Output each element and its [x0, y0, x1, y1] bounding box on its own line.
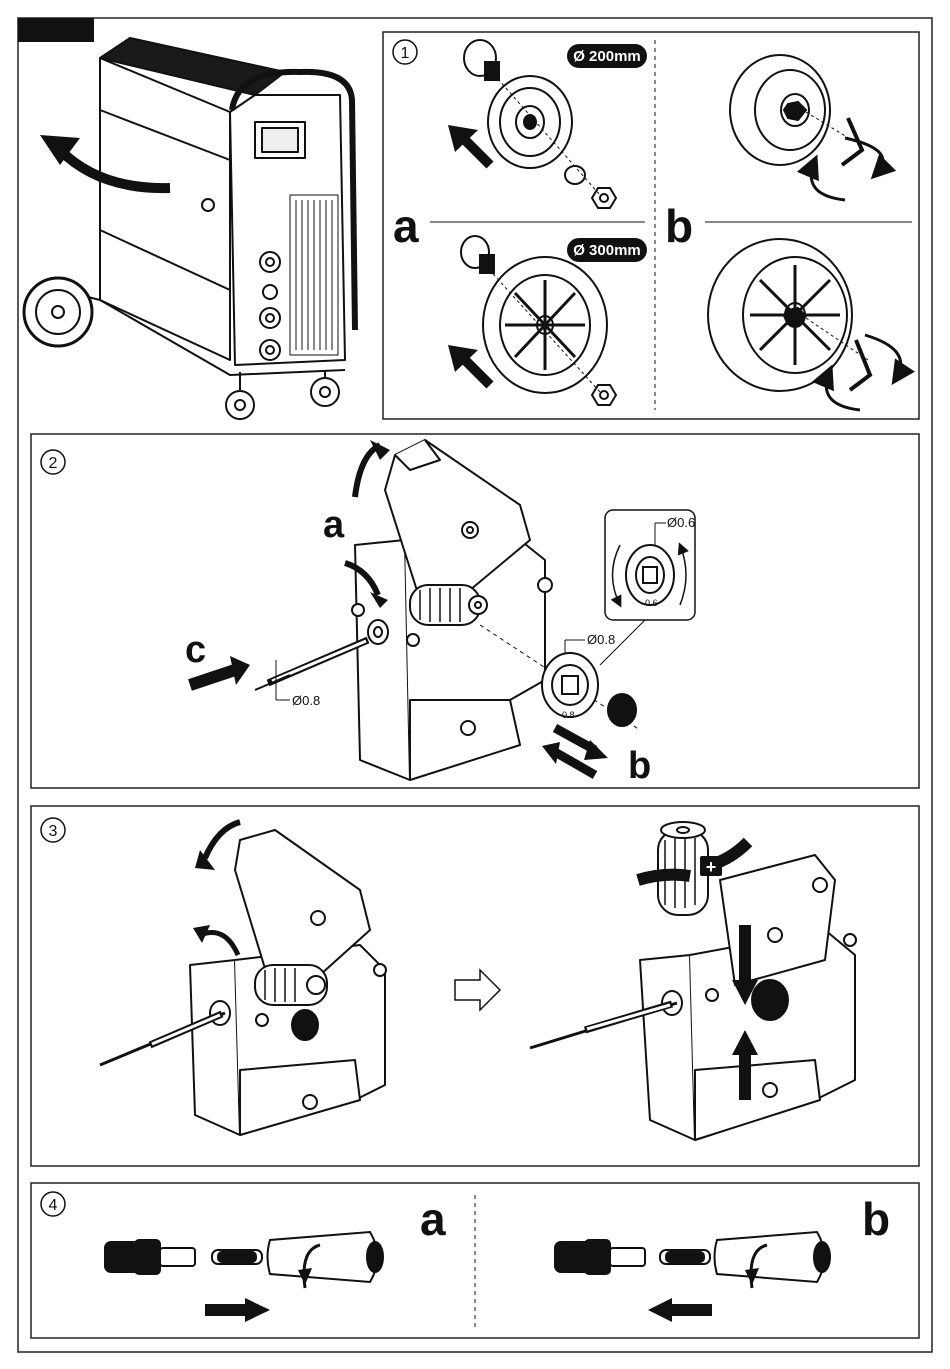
step-1-label-a: a: [393, 200, 419, 252]
step-3-number: 3: [49, 823, 58, 840]
torch-parts-a-illustration: [105, 1232, 383, 1282]
inset-size-mark: 0.6: [645, 598, 658, 608]
step-4-label-a: a: [420, 1193, 446, 1245]
step-1-number: 1: [401, 45, 410, 62]
close-arm-arrow-top-icon: [205, 822, 240, 858]
spool-300mm-fixed-illustration: [708, 239, 870, 391]
step-2-label-a: a: [323, 504, 345, 546]
close-arm-arrow-mid-icon: [200, 933, 238, 956]
spool-200mm-fixed-illustration: [730, 55, 862, 165]
wire-feeder-open-illustration: [352, 440, 552, 780]
roller-diameter-label: Ø0.8: [587, 632, 615, 647]
drive-roller-illustration: [542, 653, 636, 726]
inset-diameter-label: Ø0.6: [667, 515, 695, 530]
badge-300mm-text: Ø 300mm: [573, 242, 641, 259]
tighten-arrow-left-icon: [638, 875, 690, 880]
tension-plus-sign: +: [706, 857, 717, 877]
rotate-arrow-1b-top-left-icon: [811, 160, 845, 200]
insert-wire-arrow-icon: [190, 670, 235, 685]
step-2-label-c: c: [185, 629, 206, 671]
welder-machine-illustration: [24, 38, 355, 419]
corner-tab: [18, 18, 94, 42]
step-2-number: 2: [49, 455, 58, 472]
torch-parts-b-illustration: [555, 1232, 830, 1282]
wire-feeder-threaded-open-illustration: [190, 830, 386, 1135]
step-4-label-b: b: [862, 1193, 890, 1245]
wire-diameter-label: Ø0.8: [292, 693, 320, 708]
rotate-arrow-1b-bottom-left-icon: [826, 370, 860, 410]
roller-size-mark: 0.8: [562, 710, 575, 720]
step-2-label-b: b: [628, 745, 651, 787]
step-1-label-b: b: [665, 200, 693, 252]
next-step-hollow-arrow-icon: [455, 970, 500, 1010]
badge-200mm-text: Ø 200mm: [573, 48, 641, 65]
step-4-number: 4: [49, 1197, 58, 1214]
lift-arm-arrow-icon: [355, 445, 380, 497]
